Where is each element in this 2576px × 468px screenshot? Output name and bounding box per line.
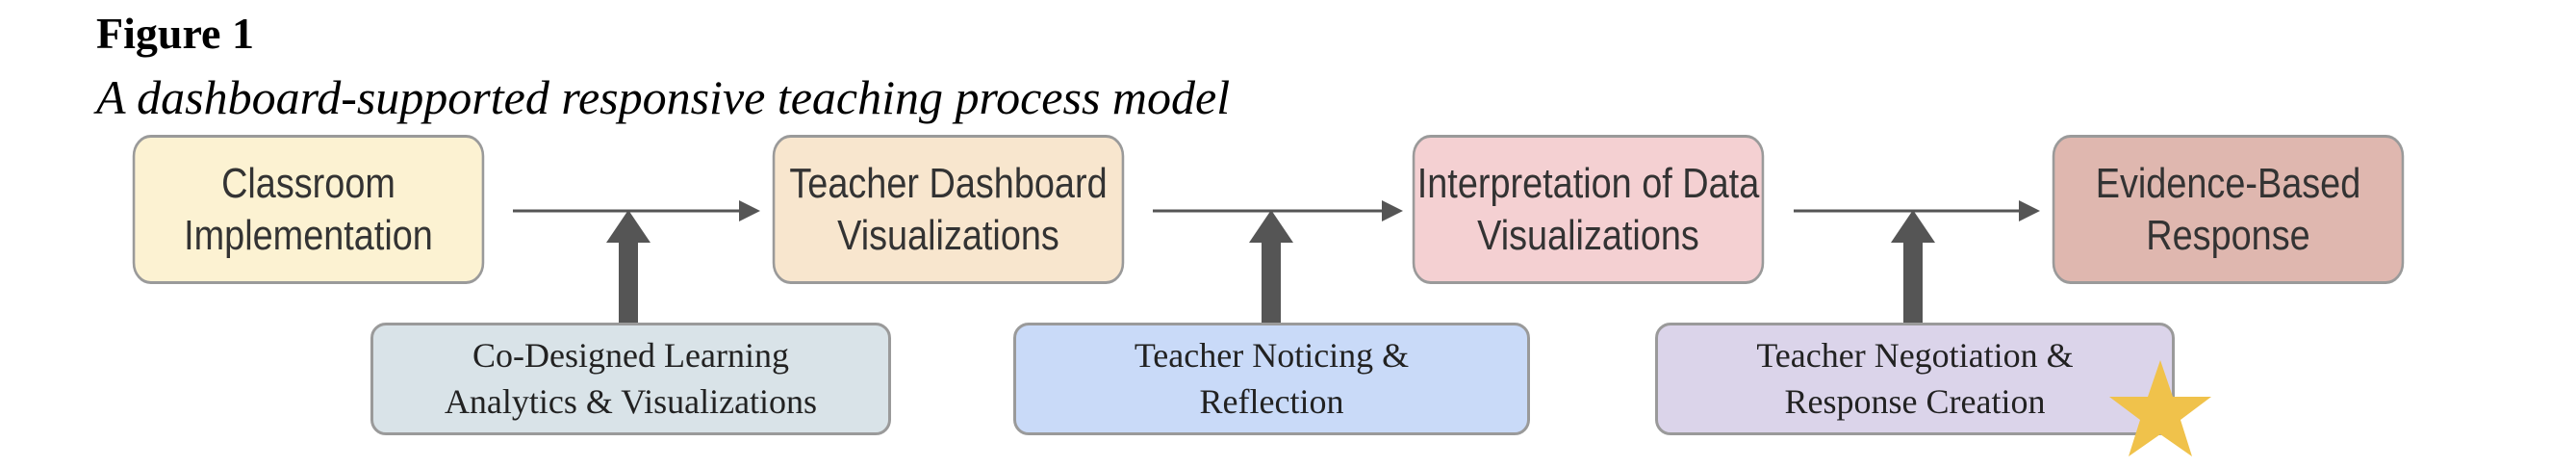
- input-arrow-3-head: [1891, 210, 1935, 243]
- step-classroom-implementation-line1: Classroom: [221, 159, 395, 207]
- step-classroom-implementation: Classroom Implementation: [132, 135, 485, 284]
- figure-caption: A dashboard-supported responsive teachin…: [96, 70, 1231, 124]
- step-teacher-dashboard-visualizations: Teacher Dashboard Visualizations: [772, 135, 1125, 284]
- input-arrow-2-shaft: [1262, 239, 1281, 323]
- input-teacher-noticing-line1: Teacher Noticing &: [1134, 335, 1410, 375]
- step-interpretation-of-data-visualizations: Interpretation of Data Visualizations: [1412, 135, 1765, 284]
- flow-arrow-1-head: [739, 200, 760, 221]
- input-co-designed-line2: Analytics & Visualizations: [444, 381, 818, 421]
- input-teacher-negotiation-response-creation: Teacher Negotiation & Response Creation: [1655, 323, 2175, 435]
- figure-label: Figure 1: [96, 9, 254, 58]
- input-teacher-noticing-line2: Reflection: [1199, 381, 1344, 421]
- step-evidence-based-response-line1: Evidence-Based: [2095, 159, 2361, 207]
- input-teacher-negotiation-line2: Response Creation: [1784, 381, 2046, 421]
- input-co-designed-learning-analytics: Co-Designed Learning Analytics & Visuali…: [370, 323, 891, 435]
- input-co-designed-line1: Co-Designed Learning: [472, 335, 789, 375]
- input-arrow-2-head: [1249, 210, 1293, 243]
- flow-arrow-2-head: [1382, 200, 1403, 221]
- step-evidence-based-response-line2: Response: [2146, 211, 2310, 259]
- step-teacher-dashboard-visualizations-line2: Visualizations: [837, 211, 1059, 259]
- input-arrow-1-head: [606, 210, 650, 243]
- step-evidence-based-response: Evidence-Based Response: [2052, 135, 2405, 284]
- input-arrow-1-shaft: [619, 239, 638, 323]
- input-arrow-3-shaft: [1903, 239, 1923, 323]
- star-icon: [2109, 360, 2211, 456]
- step-classroom-implementation-line2: Implementation: [184, 211, 433, 259]
- step-interpretation-line2: Visualizations: [1477, 211, 1699, 259]
- step-teacher-dashboard-visualizations-line1: Teacher Dashboard: [789, 159, 1108, 207]
- input-teacher-negotiation-line1: Teacher Negotiation &: [1756, 335, 2074, 375]
- step-interpretation-line1: Interpretation of Data: [1416, 159, 1760, 207]
- input-teacher-noticing-reflection: Teacher Noticing & Reflection: [1013, 323, 1530, 435]
- flow-arrow-3-head: [2019, 200, 2040, 221]
